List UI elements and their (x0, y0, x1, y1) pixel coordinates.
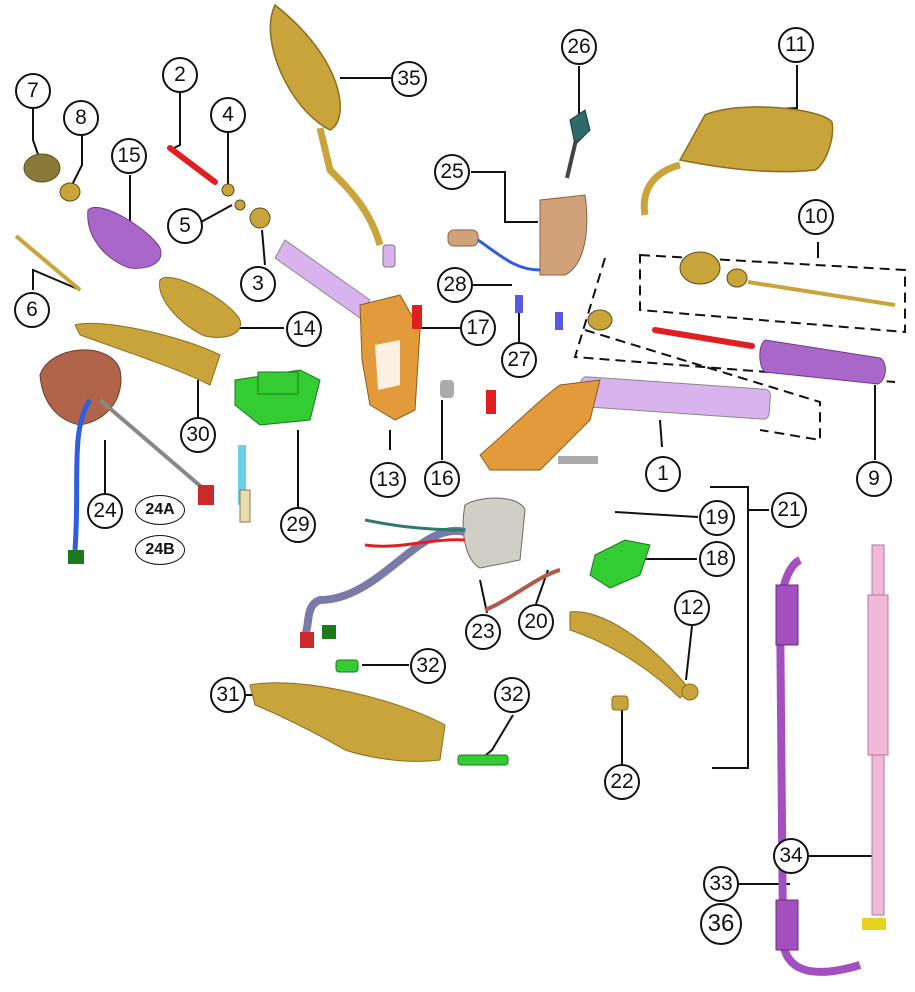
callout-12: 12 (674, 590, 710, 626)
callout-6: 6 (14, 292, 50, 328)
red-bolt (412, 305, 422, 329)
callout-24: 24 (87, 493, 123, 529)
right-switch-housing (300, 497, 561, 648)
callout-2: 2 (162, 57, 198, 93)
throttle-cable (775, 556, 862, 976)
left-grip-purple (87, 207, 162, 269)
right-grip-purple (759, 339, 886, 385)
callout-16: 16 (424, 461, 460, 497)
callout-17: 17 (460, 310, 496, 346)
left-red-rod (167, 145, 218, 185)
callout-32b: 32 (494, 677, 530, 713)
callout-33: 33 (703, 866, 739, 902)
right-red-rod (652, 327, 755, 349)
left-mirror (269, 3, 396, 268)
callout-19: 19 (699, 500, 735, 536)
callout-14: 14 (286, 311, 322, 347)
master-cylinder (234, 369, 321, 426)
brake-lever (74, 322, 221, 386)
brake-switch (239, 489, 251, 523)
clutch-lever (569, 611, 699, 701)
callout-23: 23 (465, 614, 501, 650)
right-long-bolt (747, 280, 896, 307)
collar (249, 207, 271, 229)
callout-18: 18 (699, 541, 735, 577)
left-riser-clamp (359, 294, 421, 421)
left-switch-housing (39, 349, 214, 564)
right-mirror (640, 106, 834, 216)
callout-35: 35 (391, 61, 427, 97)
clutch-perch (589, 539, 651, 589)
bar-end-weight (23, 153, 61, 183)
callout-22: 22 (604, 764, 640, 800)
riser-bolt (558, 456, 598, 464)
callout-29: 29 (280, 507, 316, 543)
callout-10: 10 (798, 199, 834, 235)
callout-5: 5 (167, 208, 203, 244)
clamp-bolt (457, 754, 509, 766)
choke-cable (862, 544, 889, 930)
right-bar-end-weight (679, 251, 721, 285)
callout-4: 4 (210, 97, 246, 133)
pivot-bolt (440, 380, 454, 398)
left-long-bolt (14, 234, 82, 292)
right-bar-end-spacer (726, 268, 748, 288)
blue-bolt-2 (555, 312, 563, 330)
callout-32a: 32 (410, 648, 446, 684)
callout-13: 13 (370, 462, 406, 498)
callout-24a: 24A (135, 495, 185, 525)
washer (234, 199, 246, 211)
callout-3: 3 (240, 266, 276, 302)
callout-1: 1 (645, 456, 681, 492)
callout-9: 9 (856, 461, 892, 497)
bar-end-spacer (59, 182, 81, 202)
left-grip-gold (159, 276, 241, 338)
callout-25: 25 (434, 154, 470, 190)
nut (221, 183, 235, 197)
callout-8: 8 (63, 100, 99, 136)
callout-11: 11 (778, 27, 814, 63)
small-bolt (335, 659, 359, 673)
callout-30: 30 (180, 417, 216, 453)
adjuster-nut (611, 695, 629, 711)
ignition-key (565, 109, 591, 179)
callout-24b: 24B (135, 535, 185, 565)
callout-15: 15 (111, 138, 147, 174)
brake-line (238, 445, 246, 505)
callout-20: 20 (518, 604, 554, 640)
group-outline (573, 253, 906, 442)
ignition-switch (447, 194, 588, 276)
callout-27: 27 (501, 342, 537, 378)
callout-26: 26 (561, 29, 597, 65)
upper-triple-clamp (249, 682, 446, 762)
blue-bolt (515, 295, 523, 313)
right-riser-clamp (479, 379, 601, 471)
callout-31: 31 (210, 677, 246, 713)
handlebar (274, 239, 771, 420)
callout-21: 21 (771, 492, 807, 528)
callout-36: 36 (700, 903, 742, 945)
red-bolt-2 (486, 390, 496, 414)
callout-28: 28 (437, 267, 473, 303)
callout-7: 7 (15, 73, 51, 109)
callout-34: 34 (773, 838, 809, 874)
right-collar (587, 309, 613, 331)
